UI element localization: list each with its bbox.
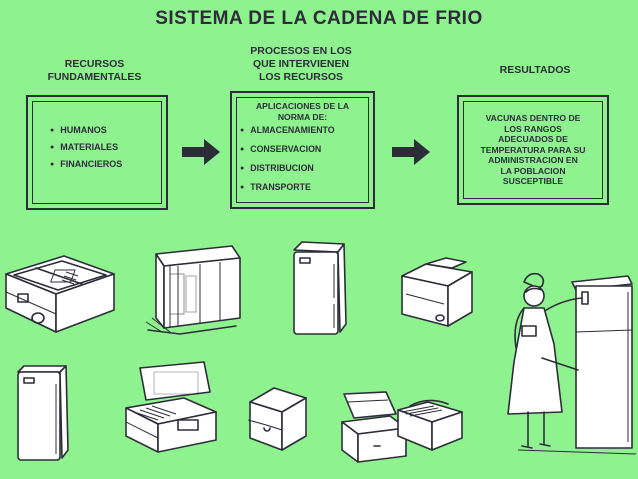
open-vaccine-carrier-icon xyxy=(125,361,217,453)
vaccine-carrier-icon xyxy=(341,391,407,463)
processes-item: TRANSPORTE xyxy=(240,182,335,192)
results-text: VACUNAS DENTRO DE LOS RANGOS ADECUADOS D… xyxy=(465,113,601,187)
results-box: VACUNAS DENTRO DE LOS RANGOS ADECUADOS D… xyxy=(457,95,609,205)
arrow-right-icon xyxy=(392,139,430,165)
processes-list: ALMACENAMIENTO CONSERVACION DISTRIBUCION… xyxy=(240,125,335,201)
processes-box: APLICACIONES DE LA NORMA DE: ALMACENAMIE… xyxy=(230,91,375,209)
nurse-at-refrigerator-icon xyxy=(507,272,636,455)
resources-box: HUMANOS MATERIALES FINANCIEROS xyxy=(26,95,168,210)
processes-item: DISTRIBUCION xyxy=(240,163,335,173)
results-line: ADMINISTRACION EN xyxy=(488,155,578,165)
small-refrigerator-icon xyxy=(17,365,69,461)
resources-heading-line2: FUNDAMENTALES xyxy=(47,71,142,83)
processes-heading: PROCESOS EN LOS QUE INTERVIENEN LOS RECU… xyxy=(226,45,376,84)
results-line: LOS RANGOS xyxy=(504,123,562,134)
processes-heading-line2: QUE INTERVIENEN xyxy=(252,58,350,70)
results-heading: RESULTADOS xyxy=(499,64,571,76)
cold-room-icon xyxy=(145,245,241,335)
refrigerator-icon xyxy=(293,241,347,335)
results-line: ADECUADOS DE xyxy=(498,134,568,144)
processes-heading-line1: PROCESOS EN LOS xyxy=(250,45,352,57)
open-cooler-box-icon xyxy=(5,255,115,333)
resources-item: MATERIALES xyxy=(50,142,122,152)
processes-intro-line1: APLICACIONES DE LA xyxy=(255,101,350,111)
resources-heading: RECURSOS FUNDAMENTALES xyxy=(22,58,167,84)
resources-heading-line1: RECURSOS xyxy=(64,58,125,70)
chest-freezer-icon xyxy=(401,257,473,327)
processes-intro-line2: NORMA DE: xyxy=(277,111,328,122)
processes-heading-line3: LOS RECURSOS xyxy=(258,71,343,83)
results-line: SUSCEPTIBLE xyxy=(502,176,564,186)
results-line: VACUNAS DENTRO DE xyxy=(485,113,581,123)
resources-list: HUMANOS MATERIALES FINANCIEROS xyxy=(50,125,122,176)
closed-cooler-icon xyxy=(247,387,307,451)
arrow-right-icon xyxy=(182,139,220,165)
page-title: SISTEMA DE LA CADENA DE FRIO xyxy=(155,8,483,29)
processes-item: ALMACENAMIENTO xyxy=(240,125,334,135)
processes-item: CONSERVACION xyxy=(240,144,335,154)
processes-intro: APLICACIONES DE LA NORMA DE: xyxy=(238,101,367,122)
results-line: TEMPERATURA PARA SU xyxy=(480,144,586,155)
resources-item: FINANCIEROS xyxy=(50,159,122,169)
results-line: LA POBLACION xyxy=(500,165,566,176)
portable-cooler-icon xyxy=(397,399,463,451)
resources-item: HUMANOS xyxy=(50,125,122,135)
